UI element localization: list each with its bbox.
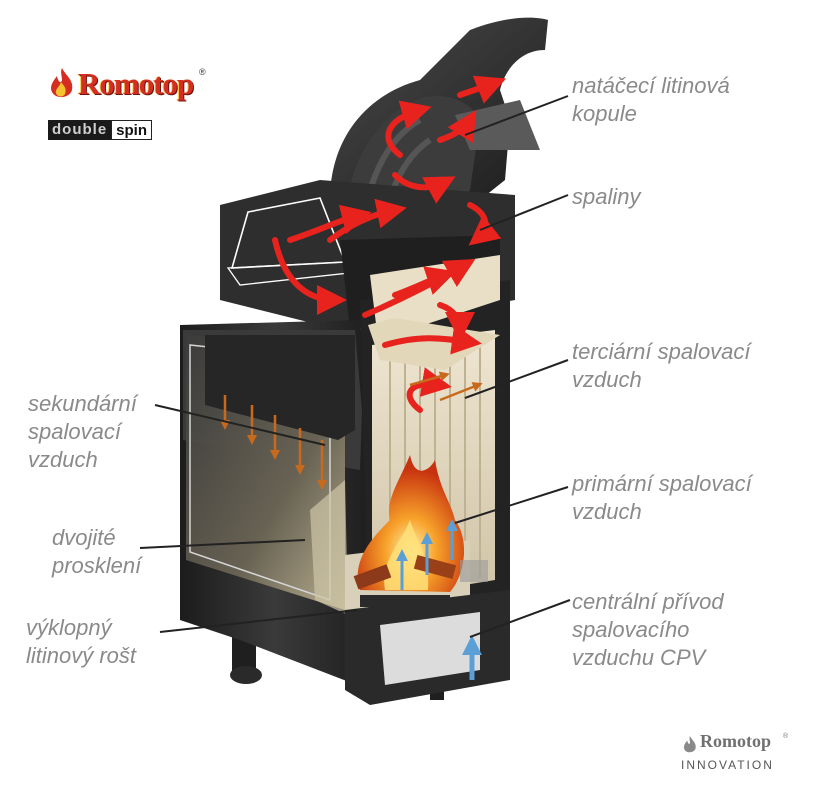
brand-logo bbox=[48, 66, 198, 102]
label-grate: výklopný litinový rošt bbox=[26, 615, 137, 668]
brand-registered-mark: ® bbox=[199, 67, 206, 77]
secondary-air-arrows bbox=[220, 371, 483, 490]
footer-registered-mark: ® bbox=[783, 733, 789, 740]
brand-wordmark: Romotop bbox=[78, 66, 194, 101]
callout-lines bbox=[139, 95, 571, 638]
product-line-b: spin bbox=[111, 120, 153, 140]
label-double-glazing: dvojité prosklení bbox=[52, 525, 142, 578]
footer-flame-icon bbox=[683, 736, 696, 753]
flue-gas-arrows bbox=[272, 75, 507, 413]
product-line-badge: double spin bbox=[48, 120, 194, 140]
label-primary-air: primární spalovací vzduch bbox=[572, 471, 752, 524]
label-secondary-air: sekundární spalovací vzduch bbox=[28, 391, 137, 472]
label-tertiary-air: terciární spalovací vzduch bbox=[572, 339, 751, 392]
label-dome: natáčecí litinová kopule bbox=[572, 73, 730, 126]
footer-tagline: INNOVATION bbox=[681, 758, 774, 772]
footer-wordmark: Romotop bbox=[700, 731, 771, 751]
product-line-a: double bbox=[48, 120, 112, 140]
footer-logo bbox=[682, 733, 792, 775]
label-central-air: centrální přívod spalovacího vzduchu CPV bbox=[572, 589, 724, 670]
ash-pan bbox=[345, 560, 510, 705]
label-flue-gas: spaliny bbox=[572, 184, 641, 209]
primary-air-arrows bbox=[396, 519, 482, 680]
flame-logo-icon bbox=[51, 68, 73, 98]
